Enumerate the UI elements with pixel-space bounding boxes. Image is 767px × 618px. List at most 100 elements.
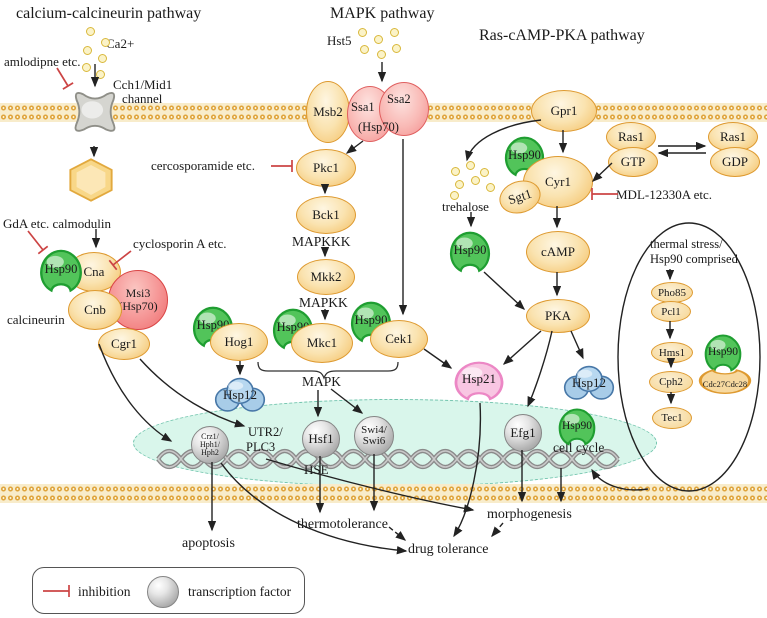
- node-msb2: Msb2: [306, 81, 350, 143]
- label-hse: HSE: [304, 462, 329, 477]
- node-camp: cAMP: [526, 231, 590, 273]
- node-label: Ras1: [720, 129, 746, 144]
- node-cnb: Cnb: [68, 290, 122, 330]
- label-utr2: UTR2/: [248, 425, 283, 439]
- node-label: Efg1: [510, 425, 536, 441]
- hst5-dot: [358, 28, 367, 37]
- node-hsf1: Hsf1: [302, 420, 340, 458]
- node-label: Mkk2: [310, 269, 342, 284]
- hst5-dot: [360, 45, 369, 54]
- node-hms1: Hms1: [651, 342, 693, 363]
- label-trehalose: trehalose: [442, 199, 489, 214]
- node-label: Gpr1: [550, 103, 578, 118]
- ca2-ion-dot: [86, 27, 95, 36]
- label-morphogenesis: morphogenesis: [487, 507, 572, 522]
- node-label: Ras1: [618, 129, 644, 144]
- node-efg1: Efg1: [504, 414, 542, 452]
- node-label: Tec1: [661, 412, 683, 424]
- node-crz1-hph1-hph2: Crz1/ Hph1/ Hph2: [191, 426, 229, 464]
- trehalose-dot: [466, 161, 475, 170]
- node-label: Pho85: [657, 286, 687, 299]
- node-label: (Hsp70): [358, 120, 399, 134]
- node-cph2: Cph2: [649, 371, 693, 393]
- node-label: Hsp90: [453, 243, 487, 258]
- node-label: Mkc1: [306, 335, 338, 350]
- label-hst5: Hst5: [327, 33, 352, 48]
- node-label: Cna: [83, 264, 105, 279]
- label-mdl: MDL-12330A etc.: [616, 187, 713, 202]
- node-label: Pkc1: [313, 160, 339, 175]
- node-label: (Hsp70): [118, 299, 158, 313]
- node-hsp90-trehalose: Hsp90: [447, 230, 493, 276]
- node-hsp12-left: Hsp12: [213, 377, 267, 413]
- node-hsp90-cell-cycle: Hsp90: [556, 407, 598, 449]
- label-thermal-stress-1: thermal stress/: [650, 237, 723, 251]
- label-gda-calmodulin: GdA etc. calmodulin: [3, 216, 111, 231]
- node-swi4-swi6: Swi4/ Swi6: [354, 416, 394, 456]
- node-hsp21: Hsp21: [451, 360, 507, 404]
- hst5-dot: [390, 28, 399, 37]
- node-label: Hph2: [201, 448, 219, 458]
- title-mapk-pathway: MAPK pathway: [330, 5, 435, 22]
- label-cercosporamide: cercosporamide etc.: [151, 158, 255, 173]
- hexagon-icon: [69, 158, 113, 202]
- node-label: Msi3: [125, 286, 151, 301]
- node-hsp90-calcineurin: Hsp90: [37, 248, 85, 296]
- cch1-mid1-channel: [68, 91, 122, 145]
- ca2-ion-dot: [82, 63, 91, 72]
- trehalose-dot: [451, 167, 460, 176]
- hst5-dot: [377, 50, 386, 59]
- node-label: cAMP: [541, 244, 575, 259]
- node-cek1: Cek1: [370, 320, 428, 358]
- node-cdc27-cdc28: Cdc27Cdc28: [695, 367, 755, 395]
- plasma-membrane-bottom: [0, 484, 767, 503]
- label-amlodipne: amlodipne etc.: [4, 54, 81, 69]
- node-label: Ssa1: [351, 100, 375, 114]
- node-label: Cdc27Cdc28: [702, 379, 748, 389]
- label-mapk: MAPK: [302, 374, 342, 389]
- calmodulin-hexagon: [67, 158, 115, 202]
- node-label: Pcl1: [661, 305, 681, 318]
- node-hsp12-right: Hsp12: [562, 365, 616, 401]
- hst5-dot: [374, 35, 383, 44]
- node-label: GDP: [721, 154, 748, 169]
- node-ras1-gdp: Ras1 GDP: [708, 122, 760, 177]
- node-tec1: Tec1: [652, 407, 692, 429]
- label-apoptosis: apoptosis: [182, 536, 235, 551]
- trehalose-dot: [455, 180, 464, 189]
- node-label: Hsf1: [308, 431, 334, 447]
- node-pkc1: Pkc1: [296, 149, 356, 187]
- label-channel-1: Cch1/Mid1: [113, 77, 173, 92]
- node-ssa1-ssa2-hsp70: Ssa1 Ssa2 (Hsp70): [341, 80, 431, 144]
- node-pcl1: Pcl1: [651, 301, 691, 322]
- title-calcium-pathway: calcium-calcineurin pathway: [16, 5, 202, 22]
- node-label: Sgt1: [506, 185, 534, 208]
- trehalose-dot: [471, 176, 480, 185]
- title-ras-pathway: Ras-cAMP-PKA pathway: [479, 27, 645, 44]
- label-mapkk: MAPKK: [299, 295, 348, 310]
- node-mkc1: Mkc1: [291, 323, 353, 363]
- ca2-ion-dot: [83, 46, 92, 55]
- node-label: Hms1: [658, 346, 686, 359]
- label-thermal-stress-2: Hsp90 comprised: [650, 252, 738, 266]
- gtp-blob: GTP: [608, 147, 658, 177]
- node-pka: PKA: [526, 299, 590, 333]
- node-label: Swi4/: [361, 423, 387, 436]
- label-ca2: Ca2+: [106, 36, 135, 51]
- label-drug-tolerance: drug tolerance: [408, 542, 489, 557]
- trehalose-dot: [480, 168, 489, 177]
- node-label: PKA: [544, 308, 571, 323]
- node-label: Hsp21: [462, 371, 496, 387]
- node-ras1-gtp: Ras1 GTP: [606, 122, 658, 177]
- label-channel-2: channel: [122, 91, 163, 106]
- node-label: Hph1/: [200, 439, 220, 449]
- node-pho85: Pho85: [651, 282, 693, 303]
- label-thermotolerance: thermotolerance: [297, 517, 388, 532]
- channel-shape-icon: [74, 92, 116, 132]
- node-label: Bck1: [312, 207, 340, 222]
- node-label: Hsp90: [561, 419, 593, 432]
- legend-inhibition-label: inhibition: [78, 584, 131, 599]
- legend-tf-label: transcription factor: [188, 584, 292, 599]
- node-hog1: Hog1: [210, 323, 268, 361]
